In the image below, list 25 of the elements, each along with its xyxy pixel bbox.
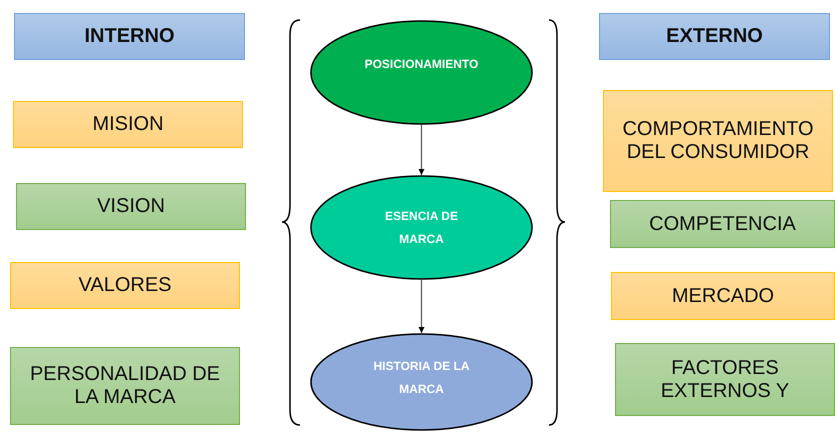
category-box bbox=[615, 343, 835, 416]
category-box bbox=[13, 101, 243, 148]
node-label: VISION bbox=[96, 195, 166, 218]
node-label: COMPETENCIA bbox=[648, 212, 797, 236]
node-label: COMPORTAMIENTO DEL CONSUMIDOR bbox=[621, 118, 815, 164]
node-label: MERCADO bbox=[670, 284, 776, 308]
header-box bbox=[14, 13, 245, 60]
node-label: MISION bbox=[91, 113, 165, 136]
category-box bbox=[610, 200, 835, 248]
node-label: PERSONALIDAD DE LA MARCA bbox=[28, 363, 222, 409]
arrow bbox=[418, 125, 424, 175]
node-label: ESENCIA DE MARCA bbox=[384, 208, 459, 248]
node-label: EXTERNO bbox=[665, 25, 764, 48]
header-box bbox=[599, 13, 830, 60]
category-box bbox=[10, 347, 240, 425]
node-label: FACTORES EXTERNOS Y bbox=[660, 356, 790, 402]
node-label: INTERNO bbox=[84, 25, 176, 48]
node-label: POSICIONAMIENTO bbox=[364, 56, 480, 74]
category-box bbox=[16, 183, 246, 230]
node-label: VALORES bbox=[78, 274, 172, 297]
category-box bbox=[603, 90, 833, 192]
arrow bbox=[418, 280, 424, 333]
node-label: HISTORIA DE LA MARCA bbox=[372, 358, 470, 398]
category-box bbox=[611, 272, 835, 320]
category-box bbox=[10, 262, 240, 309]
